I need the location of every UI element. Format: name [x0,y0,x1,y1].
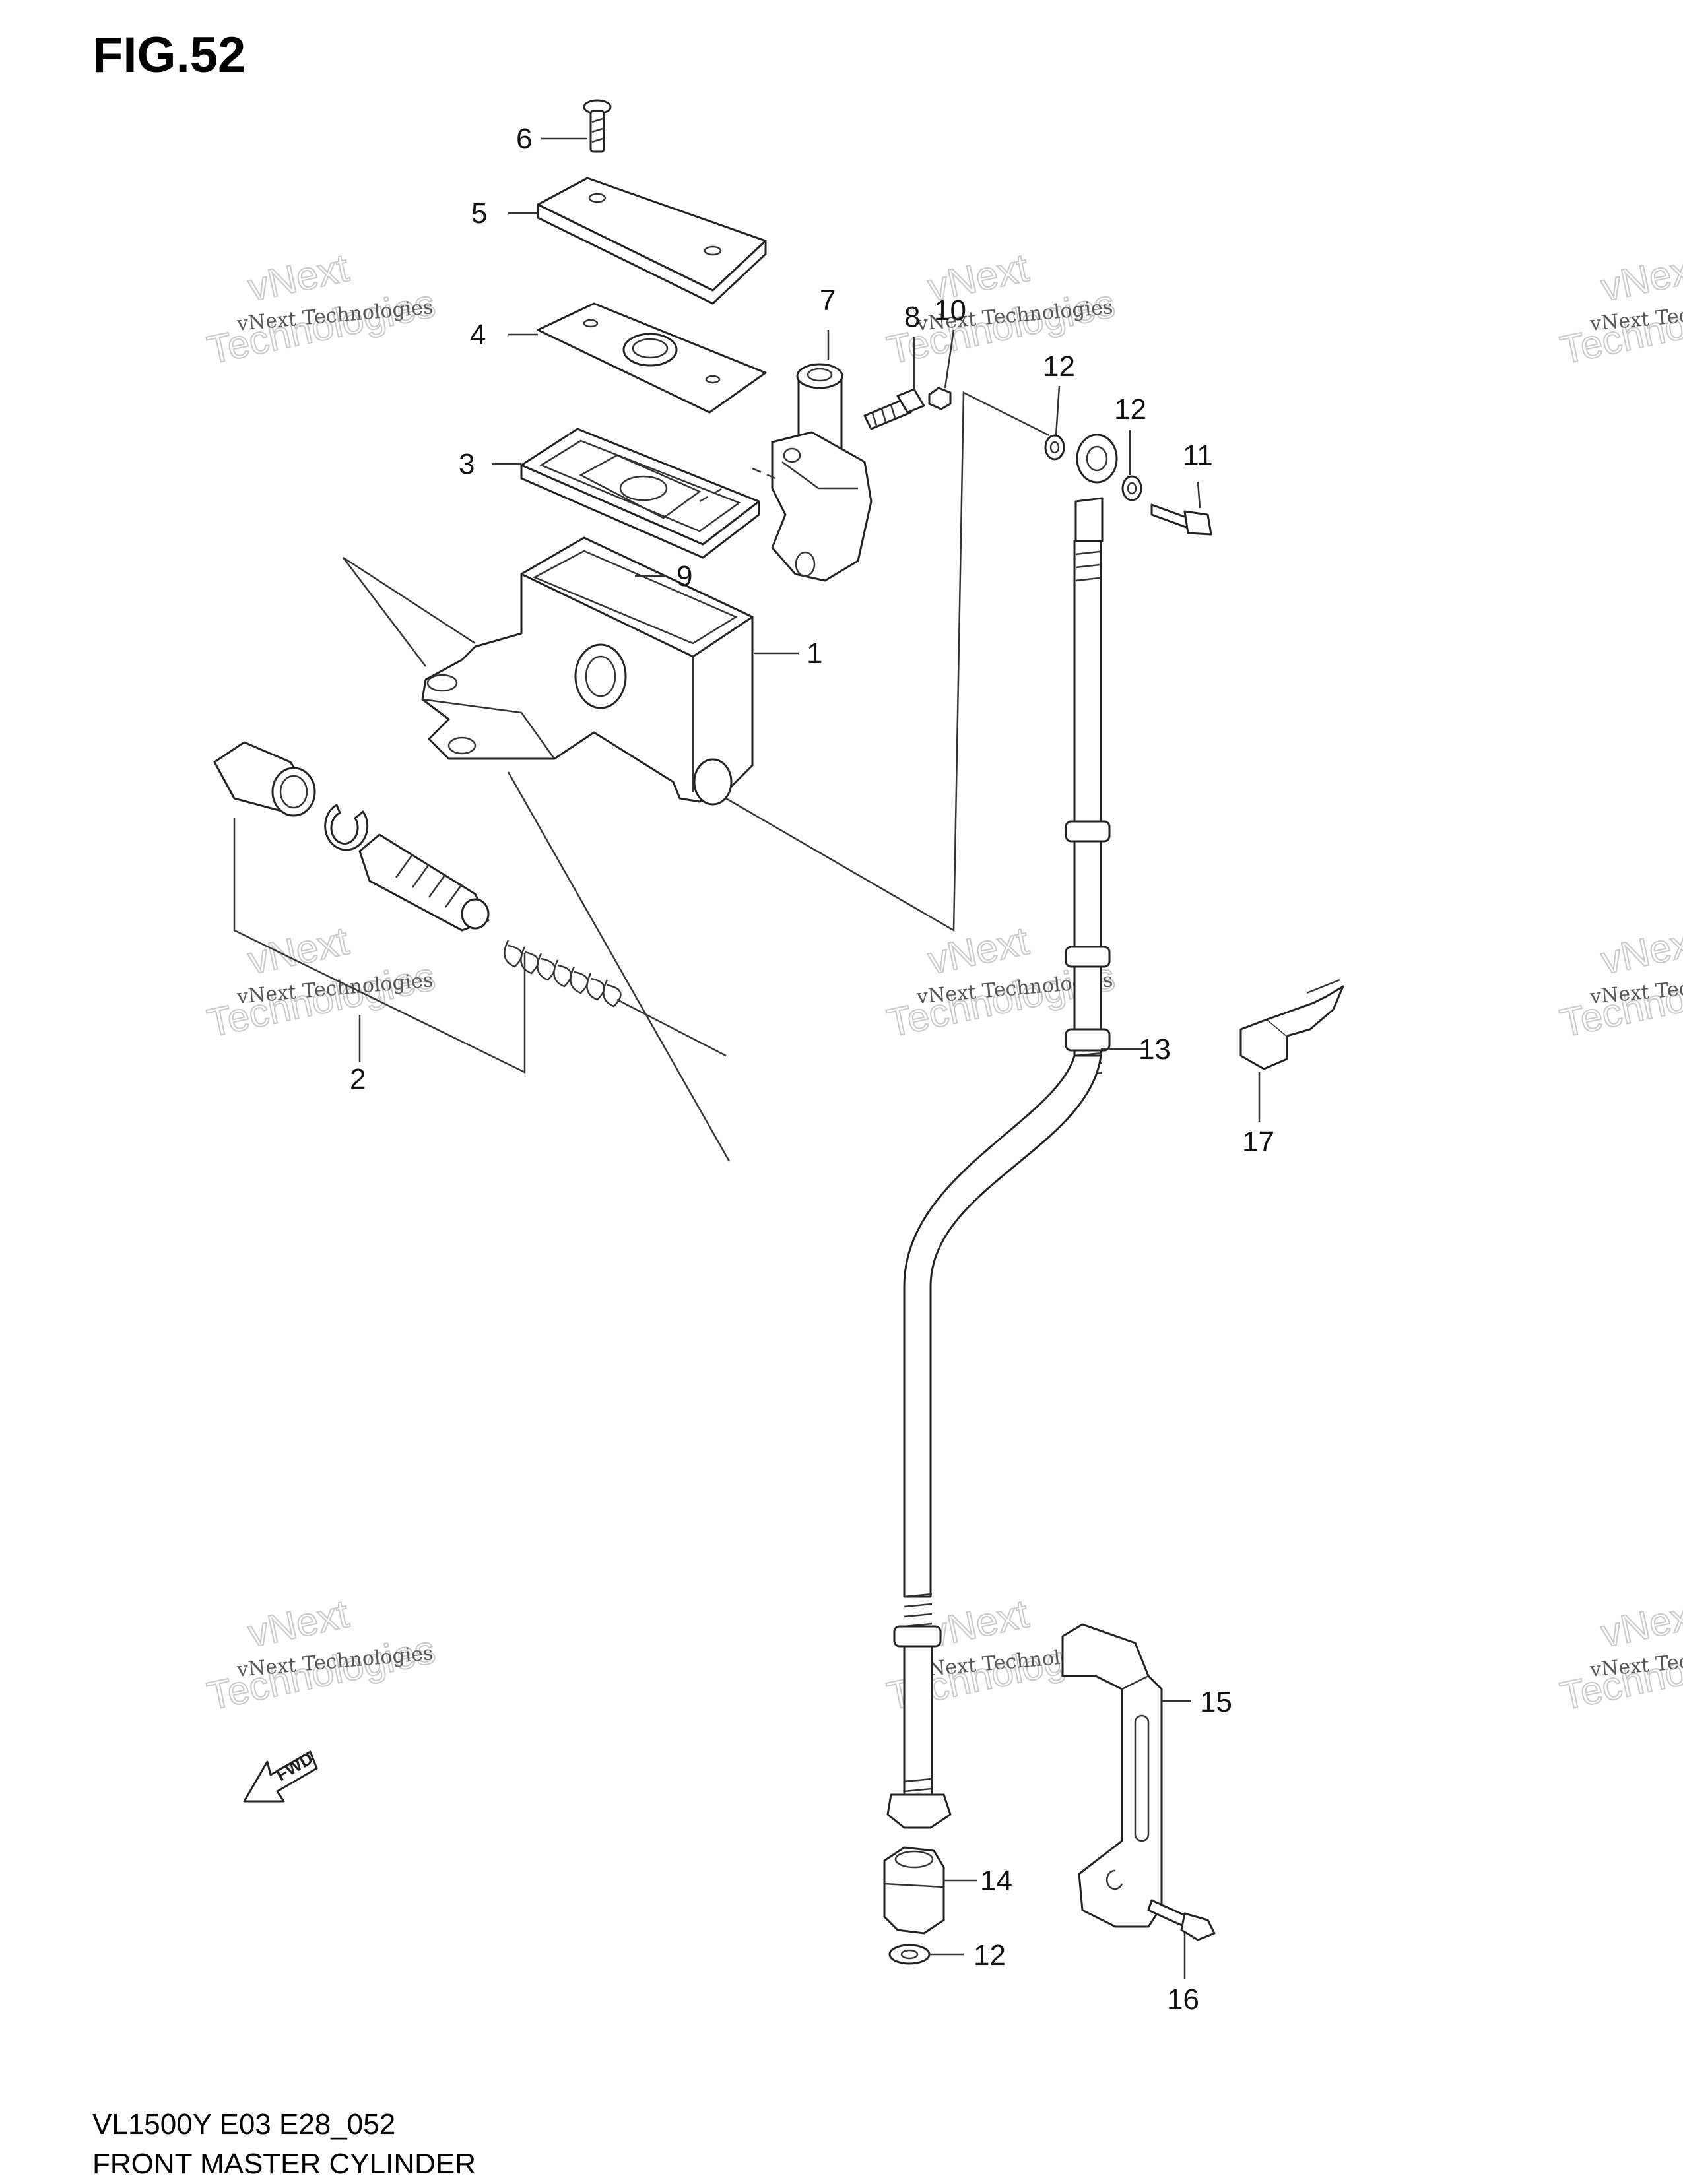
watermark-text: vNext [244,918,352,982]
callout-15: 15 [1200,1686,1232,1718]
callout-5: 5 [471,197,487,230]
callout-9: 9 [676,560,692,593]
figure-title: FIG.52 [92,27,246,83]
watermark-group: vNext Technologies vNext Technologies vN… [203,245,1683,1719]
diagram-caption: FRONT MASTER CYLINDER [92,2148,477,2180]
part-13-brake-hose [886,434,1118,1829]
part-17-hose-clamp [1239,979,1344,1070]
watermark-text: vNext [1597,1591,1683,1655]
part-12-washer-lower [888,1944,931,1965]
callout-1: 1 [807,637,822,670]
watermark-text: vNext [244,245,352,309]
piston-spring [504,940,622,1008]
part-11-union-bolt [1150,503,1212,536]
part-1-master-cylinder-body [421,536,754,806]
callout-10: 10 [934,294,966,327]
part-7-lever-holder [771,363,873,582]
part-2-piston-kit [213,741,727,1074]
diagram-footer: VL1500Y E03 E28_052 FRONT MASTER CYLINDE… [92,2105,476,2184]
callout-11: 11 [1183,439,1213,472]
part-14-hose-nut [883,1846,945,1935]
part-5-reservoir-cap [537,177,767,305]
part-16-bracket-bolt [1147,1899,1216,1941]
watermark-text: vNext [1597,918,1683,982]
callout-6: 6 [516,123,532,155]
callout-17: 17 [1242,1126,1274,1158]
callout-14: 14 [980,1865,1012,1897]
part-12-washer-upper-left [1044,434,1065,461]
callout-12-lower: 12 [974,1939,1006,1972]
part-3-diaphragm [520,428,760,559]
callout-3: 3 [459,448,475,480]
leader-lines [358,137,1261,1979]
callout-7: 7 [820,284,836,317]
watermark-text: vNext [924,1591,1032,1655]
callout-16: 16 [1167,1983,1199,2016]
callout-2: 2 [350,1063,366,1095]
watermark-text: vNext [244,1591,352,1655]
fwd-direction-arrow: FWD [243,1749,318,1803]
part-10-nut [928,387,952,410]
part-15-hose-bracket [1061,1623,1163,1928]
part-8-bolt [863,388,925,430]
part-4-diaphragm-plate [537,302,767,414]
callout-8: 8 [904,301,920,333]
part-12-washer-upper-right [1121,475,1142,501]
assembly-guide-lines [343,391,1050,1162]
callout-12-upper-right: 12 [1114,393,1146,426]
model-code: VL1500Y E03 E28_052 [92,2108,396,2140]
watermark-text: vNext [924,918,1032,982]
callout-4: 4 [470,319,486,351]
callout-numbers: 1 2 3 4 5 6 7 8 9 10 11 12 12 12 13 14 1… [350,123,1274,2016]
watermark-text: vNext [1597,245,1683,309]
part-6-screw [583,99,612,153]
callout-13: 13 [1138,1033,1171,1066]
callout-12-upper-left: 12 [1043,350,1075,383]
